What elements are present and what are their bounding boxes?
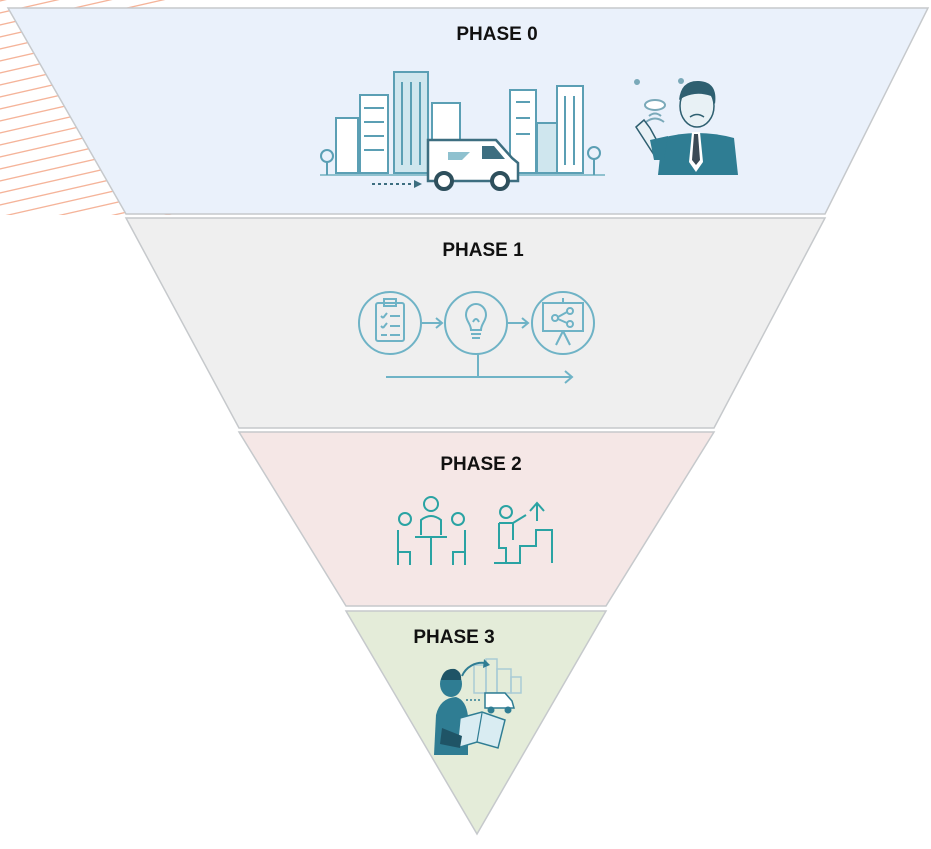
businessman-frustrated-icon [634, 78, 738, 175]
timeline-arrow [386, 354, 574, 384]
phase-3-title: PHASE 3 [413, 627, 494, 648]
growth-steps-icon [494, 501, 553, 564]
phase-3-band: PHASE 3 [344, 610, 608, 836]
presentation-board-icon [531, 291, 595, 355]
phase-2-title: PHASE 2 [440, 454, 521, 475]
phase-1-band: PHASE 1 [124, 217, 827, 429]
person-reading-city-icon [434, 658, 522, 755]
lightbulb-icon [444, 291, 508, 355]
team-meeting-icon [397, 496, 466, 565]
clipboard-checklist-icon [358, 291, 422, 355]
delivery-van-icon [372, 138, 520, 191]
phase-0-band: PHASE 0 [6, 7, 930, 215]
phase-2-band: PHASE 2 [237, 431, 716, 607]
phase-0-title: PHASE 0 [456, 24, 537, 45]
phase-1-title: PHASE 1 [442, 240, 524, 261]
